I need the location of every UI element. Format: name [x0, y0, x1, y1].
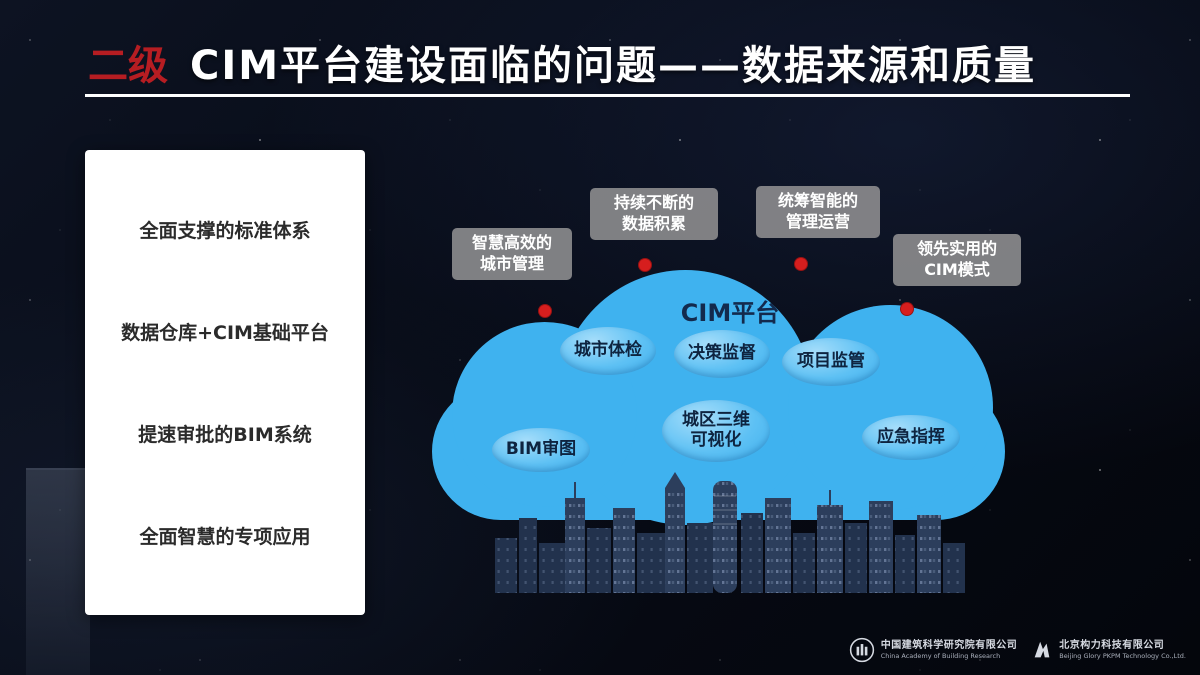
module-bubble-bim-review: BIM审图 [492, 428, 590, 472]
module-bubble-emergency-command: 应急指挥 [862, 415, 960, 460]
city-skyline [495, 472, 965, 593]
panel-item-standards: 全面支撑的标准体系 [139, 219, 311, 242]
cabr-logo-name: 中国建筑科学研究院有限公司 [880, 639, 1018, 651]
title-underline [85, 94, 1130, 97]
pkpm-logo: 北京构力科技有限公司 Beijing Glory PKPM Technology… [1031, 639, 1186, 661]
skyline-front-row [565, 472, 941, 593]
panel-item-smart-apps: 全面智慧的专项应用 [139, 526, 311, 549]
callout-label-city-management: 智慧高效的 城市管理 [452, 228, 572, 280]
module-bubble-project-supervision: 项目监管 [782, 338, 880, 386]
module-bubble-decision-supervision: 决策监督 [674, 330, 770, 378]
callout-dot [538, 304, 552, 318]
callout-dot [900, 302, 914, 316]
footer-logos: 中国建筑科学研究院有限公司 China Academy of Building … [849, 637, 1186, 663]
cabr-logo: 中国建筑科学研究院有限公司 China Academy of Building … [849, 637, 1018, 663]
panel-item-bim: 提速审批的BIM系统 [138, 424, 312, 447]
module-bubble-3d-visualization: 城区三维 可视化 [662, 400, 770, 462]
callout-label-management-operation: 统筹智能的 管理运营 [756, 186, 880, 238]
panel-item-warehouse: 数据仓库+CIM基础平台 [121, 321, 329, 344]
background-building [26, 468, 90, 675]
callout-label-data-accumulation: 持续不断的 数据积累 [590, 188, 718, 240]
module-bubble-city-checkup: 城市体检 [560, 327, 656, 375]
callout-dot [638, 258, 652, 272]
callout-dot [794, 257, 808, 271]
cabr-logo-name-en: China Academy of Building Research [880, 652, 1001, 661]
cloud-title: CIM平台 [680, 299, 780, 327]
pkpm-logo-name: 北京构力科技有限公司 [1059, 639, 1165, 651]
page-title: CIM平台建设面临的问题——数据来源和质量 [190, 43, 1037, 89]
callout-label-cim-model: 领先实用的 CIM模式 [893, 234, 1021, 286]
skyline-back-row [495, 513, 965, 593]
left-panel: 全面支撑的标准体系 数据仓库+CIM基础平台 提速审批的BIM系统 全面智慧的专… [85, 150, 365, 615]
pkpm-logo-name-en: Beijing Glory PKPM Technology Co.,Ltd. [1059, 652, 1186, 661]
pkpm-logo-icon [1034, 641, 1050, 658]
slide-level-badge: 二级 [88, 43, 168, 89]
cabr-logo-icon [849, 637, 874, 663]
